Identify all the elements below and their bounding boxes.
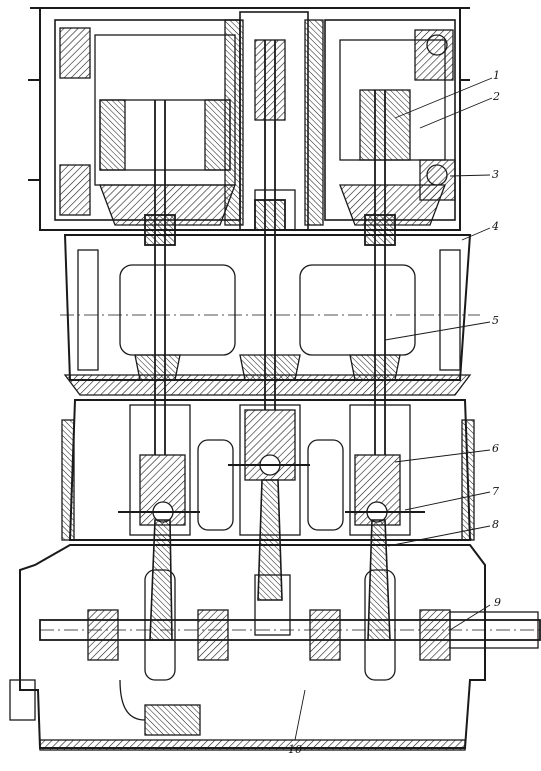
callout-2: 2 (493, 90, 500, 103)
callout-7: 7 (492, 485, 499, 498)
callout-9: 9 (494, 596, 501, 609)
callout-8: 8 (492, 518, 499, 531)
piston-rods (144, 40, 396, 455)
crosshead-guide-housing (61, 399, 475, 541)
callout-1: 1 (493, 69, 500, 82)
cylinder-block (28, 7, 470, 231)
distance-piece (60, 234, 480, 396)
callout-10: 10 (288, 743, 302, 756)
callout-4: 4 (492, 220, 499, 233)
connecting-rods (149, 479, 391, 641)
leader-lines (294, 77, 493, 741)
callout-5: 5 (492, 314, 499, 327)
callout-3: 3 (492, 168, 499, 181)
callout-6: 6 (492, 442, 499, 455)
